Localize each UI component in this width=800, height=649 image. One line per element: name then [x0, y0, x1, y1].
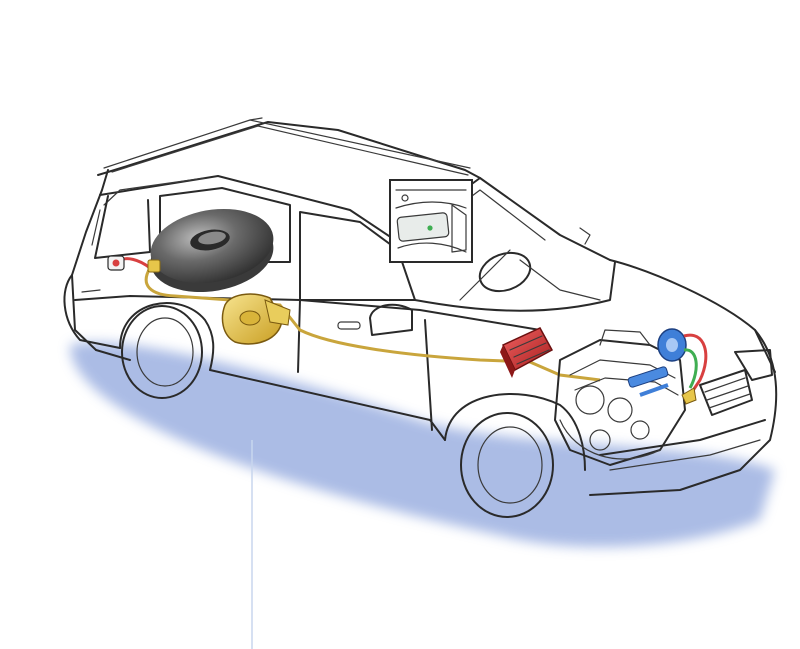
electronic-control-unit	[500, 327, 554, 378]
multivalve	[147, 259, 161, 273]
water-hose	[683, 333, 708, 396]
toroidal-lpg-tank	[150, 208, 274, 293]
rear-wheel	[121, 305, 203, 399]
gas-hose	[683, 348, 698, 389]
gas-filter	[681, 387, 697, 405]
interior-mirror	[579, 227, 591, 245]
station-wagon-outline	[63, 117, 778, 496]
reducer-vaporizer	[221, 293, 291, 345]
filler-valve	[107, 255, 125, 271]
ground-shadow	[70, 342, 775, 548]
front-wheel	[460, 412, 554, 518]
steering-wheel	[459, 249, 601, 301]
dashboard-switch-inset	[389, 179, 473, 263]
injector-rail	[627, 328, 687, 397]
status-led-icon	[427, 225, 433, 231]
fuel-line	[144, 267, 601, 382]
